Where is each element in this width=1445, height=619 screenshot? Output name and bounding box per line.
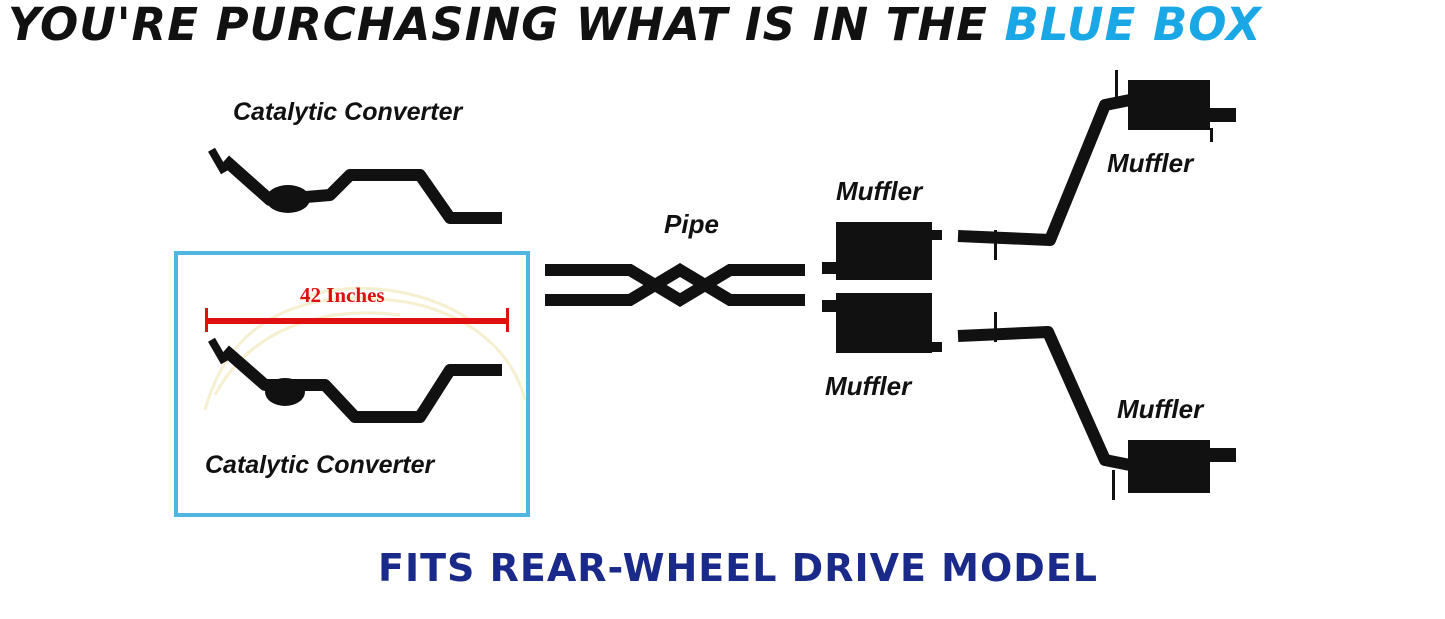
muffler-right-bottom-mount — [1112, 470, 1115, 500]
headline-main: YOU'RE PURCHASING WHAT IS IN THE — [8, 0, 1005, 51]
label-catalytic-converter-bottom: Catalytic Converter — [205, 451, 435, 479]
muffler-mid-top-inlet — [822, 262, 838, 274]
tailpipe-upper — [957, 94, 1132, 246]
tailpipe-lower-clamp — [994, 312, 997, 342]
muffler-right-top-tip — [1208, 108, 1236, 122]
label-muffler-right-top: Muffler — [1107, 148, 1194, 178]
measurement-line — [205, 318, 509, 324]
measurement-tick-right — [506, 308, 509, 332]
label-muffler-right-bottom: Muffler — [1117, 394, 1204, 424]
cat-bottom-body — [265, 378, 305, 406]
footer-fitment-text: FITS REAR-WHEEL DRIVE MODEL — [378, 546, 1099, 590]
muffler-mid-top-body — [836, 222, 932, 280]
label-catalytic-converter-top: Catalytic Converter — [233, 98, 463, 126]
muffler-right-bottom-tip — [1208, 448, 1236, 462]
catalytic-converter-top — [221, 155, 502, 224]
blue-selection-box — [174, 251, 530, 517]
page-headline: YOU'RE PURCHASING WHAT IS IN THE BLUE BO… — [0, 0, 1445, 50]
muffler-mid-top-outlet — [930, 230, 942, 240]
tailpipe-upper-clamp — [994, 230, 997, 260]
label-muffler-mid-top: Muffler — [836, 176, 923, 206]
catalytic-converter-bottom — [221, 345, 502, 423]
muffler-right-bottom-body — [1128, 440, 1210, 493]
measurement-tick-left — [205, 308, 208, 332]
muffler-mid-bottom-inlet — [822, 300, 838, 312]
muffler-right-top-mount2 — [1210, 128, 1213, 142]
label-pipe: Pipe — [664, 209, 719, 239]
muffler-mid-bottom-body — [836, 293, 932, 353]
headline-highlight: BLUE BOX — [1004, 0, 1262, 51]
cat-top-body — [266, 185, 310, 213]
tailpipe-lower — [957, 326, 1132, 471]
label-muffler-mid-bottom: Muffler — [825, 371, 912, 401]
length-label: 42 Inches — [300, 283, 385, 307]
muffler-right-top-body — [1128, 80, 1210, 130]
horse-watermark — [203, 286, 527, 411]
muffler-mid-bottom-outlet — [930, 342, 942, 352]
x-pipe — [545, 263, 805, 307]
cat-bottom-flange — [208, 337, 228, 365]
muffler-right-top-mount — [1115, 70, 1118, 100]
cat-top-flange — [208, 147, 228, 175]
